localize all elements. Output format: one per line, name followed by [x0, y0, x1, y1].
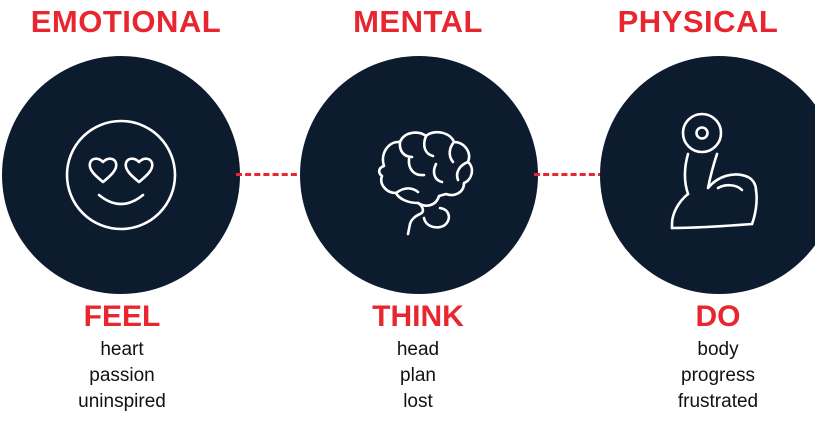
heart-eyes-face-icon	[65, 119, 177, 231]
think-label: THINK	[372, 300, 464, 333]
feel-label: FEEL	[83, 300, 161, 333]
mental-words: head plan lost	[298, 337, 538, 415]
list-item: progress	[681, 365, 755, 386]
physical-circle	[600, 56, 815, 294]
list-item: heart	[100, 339, 144, 360]
physical-words: body progress frustrated	[598, 337, 815, 415]
mental-circle	[300, 56, 538, 294]
list-item: head	[396, 339, 440, 360]
emotional-circle	[2, 56, 240, 294]
list-item: lost	[403, 391, 433, 412]
connector-dash-2	[534, 173, 604, 176]
connector-dash-1	[236, 173, 306, 176]
do-label: DO	[695, 300, 741, 333]
mental-title: MENTAL	[353, 4, 483, 39]
brain-icon	[377, 130, 474, 236]
flexed-arm-icon	[670, 112, 758, 230]
list-item: passion	[89, 365, 155, 386]
list-item: frustrated	[677, 391, 759, 412]
list-item: plan	[400, 365, 436, 386]
list-item: body	[697, 339, 739, 360]
emotional-title: EMOTIONAL	[30, 4, 222, 39]
list-item: uninspired	[78, 391, 166, 412]
physical-title: PHYSICAL	[617, 4, 779, 39]
emotional-words: heart passion uninspired	[2, 337, 242, 415]
